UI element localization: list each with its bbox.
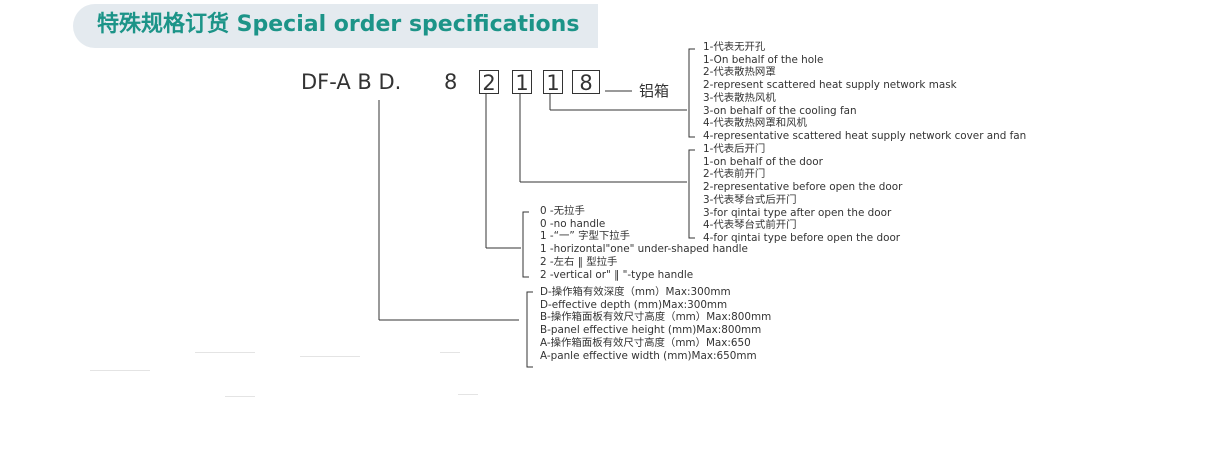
handle-option-line: 2 -左右 ‖ 型拉手 <box>540 255 618 268</box>
hole-option-line: 3-on behalf of the cooling fan <box>703 104 857 117</box>
dimension-option-line: A-操作箱面板有效尺寸高度（mm）Max:650 <box>540 336 751 349</box>
door-option-line: 2-代表前开门 <box>703 168 766 181</box>
dimension-option-line: A-panle effective width (mm)Max:650mm <box>540 349 757 362</box>
scan-smear <box>300 356 360 357</box>
code-digit-door: 1 <box>512 70 532 95</box>
door-option-line: 1-代表后开门 <box>703 143 766 155</box>
scan-smear <box>458 394 478 395</box>
dimension-option-line: B-panel effective height (mm)Max:800mm <box>540 324 762 337</box>
hole-option-line: 2-代表散热网罩 <box>703 66 776 79</box>
door-option-line: 1-on behalf of the door <box>703 155 823 168</box>
door-option-line: 3-for qintai type after open the door <box>703 206 892 219</box>
hole-option-line: 4-representative scattered heat supply n… <box>703 129 1027 142</box>
handle-option-line: 1 -“一” 字型下拉手 <box>540 230 631 243</box>
door-option-line: 4-代表琴台式前开门 <box>703 219 797 232</box>
handle-option-line: 0 -无拉手 <box>540 205 585 217</box>
code-digit-material: 8 <box>572 70 600 95</box>
hole-option-line: 4-代表散热网罩和风机 <box>703 117 807 130</box>
hole-option-line: 2-represent scattered heat supply networ… <box>703 79 957 92</box>
scan-smear <box>225 396 255 397</box>
hole-option-line: 1-On behalf of the hole <box>703 53 824 66</box>
code-digit-plain: 8 <box>444 70 458 94</box>
scan-smear <box>440 352 460 353</box>
handle-option-line: 2 -vertical or" ‖ "-type handle <box>540 268 694 281</box>
door-option-line: 3-代表琴台式后开门 <box>703 193 797 206</box>
dimension-option-line: D-effective depth (mm)Max:300mm <box>540 298 728 311</box>
material-label: 铝箱 <box>639 82 670 100</box>
dimension-option-line: D-操作箱有效深度（mm）Max:300mm <box>540 286 731 298</box>
door-option-line: 4-for qintai type before open the door <box>703 231 901 244</box>
model-prefix: DF-A B D. <box>301 70 402 94</box>
code-digit-handle: 2 <box>479 70 499 95</box>
handle-option-line: 0 -no handle <box>540 217 606 230</box>
title-banner <box>73 4 598 48</box>
hole-option-line: 3-代表散热风机 <box>703 91 776 104</box>
hole-option-line: 1-代表无开孔 <box>703 41 766 53</box>
code-digit-hole: 1 <box>543 70 563 95</box>
door-option-line: 2-representative before open the door <box>703 181 903 194</box>
handle-option-line: 1 -horizontal"one" under-shaped handle <box>540 243 748 256</box>
scan-smear <box>90 370 150 371</box>
page-title: 特殊规格订货 Special order specifications <box>97 12 580 37</box>
dimension-option-line: B-操作箱面板有效尺寸高度（mm）Max:800mm <box>540 311 772 324</box>
scan-smear <box>195 352 255 353</box>
